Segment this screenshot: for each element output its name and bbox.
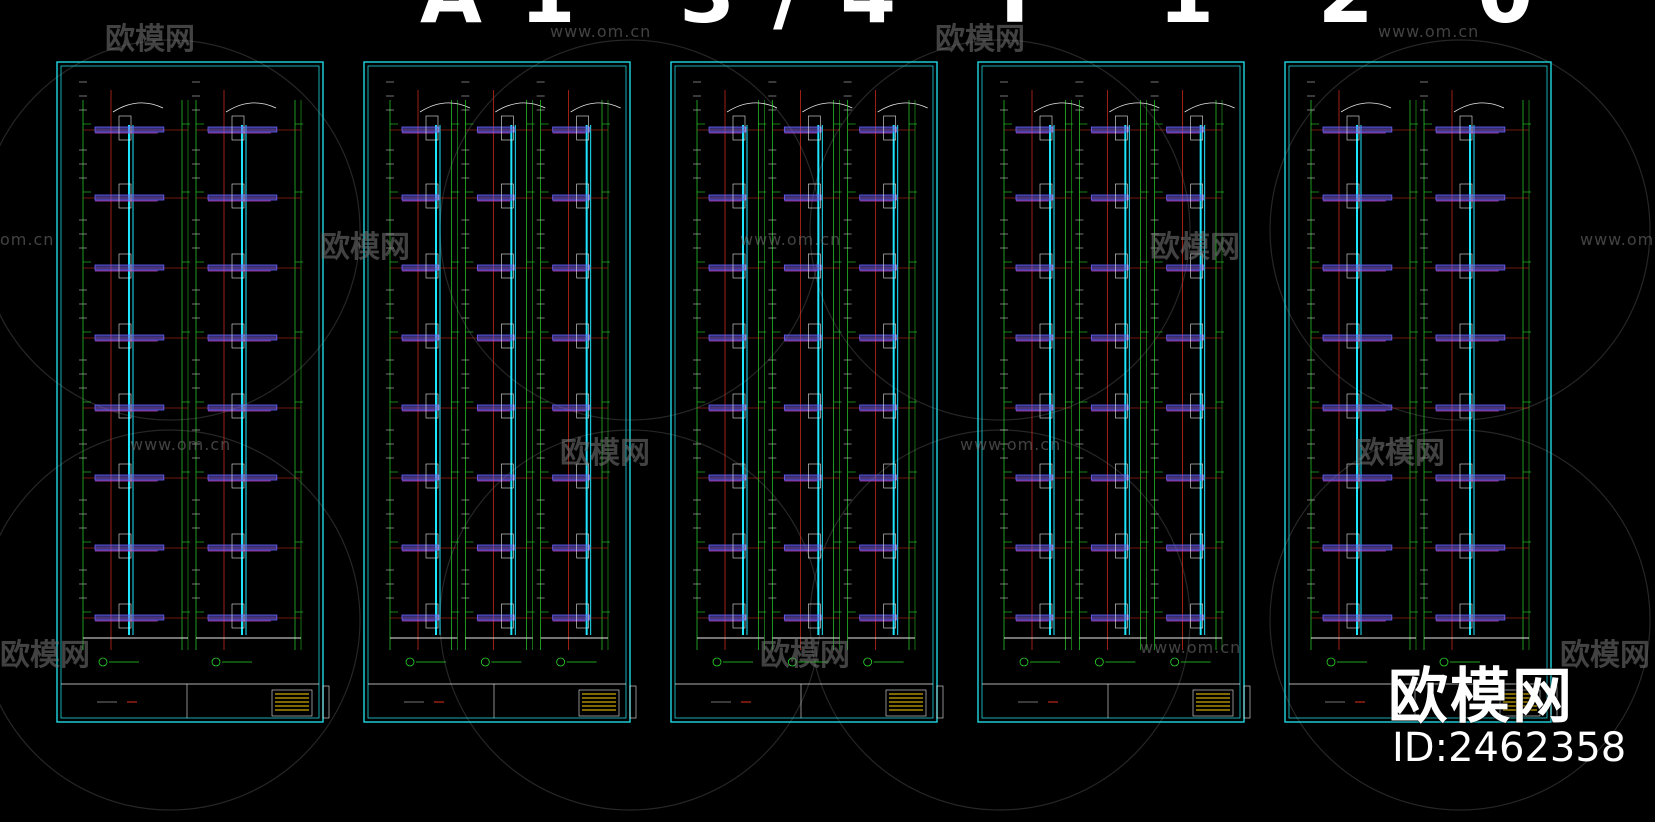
drawing-sheet-5 [1284,61,1558,723]
drawing-sheet-3 [670,61,944,723]
watermark-circle [1269,39,1651,421]
drawing-sheet-2 [363,61,637,723]
banner-title: A1 3/4 F 1 2 0 [420,0,1571,41]
drawing-sheet-1 [56,61,330,723]
brand-logo-text: 欧模网 [1388,662,1574,732]
watermark-circle [0,39,361,421]
watermark-circle [0,429,361,811]
asset-id-label: ID:2462358 [1392,725,1627,771]
drawing-sheet-4 [977,61,1251,723]
watermark-circle [1269,429,1651,811]
watermark-circle [809,39,1191,421]
